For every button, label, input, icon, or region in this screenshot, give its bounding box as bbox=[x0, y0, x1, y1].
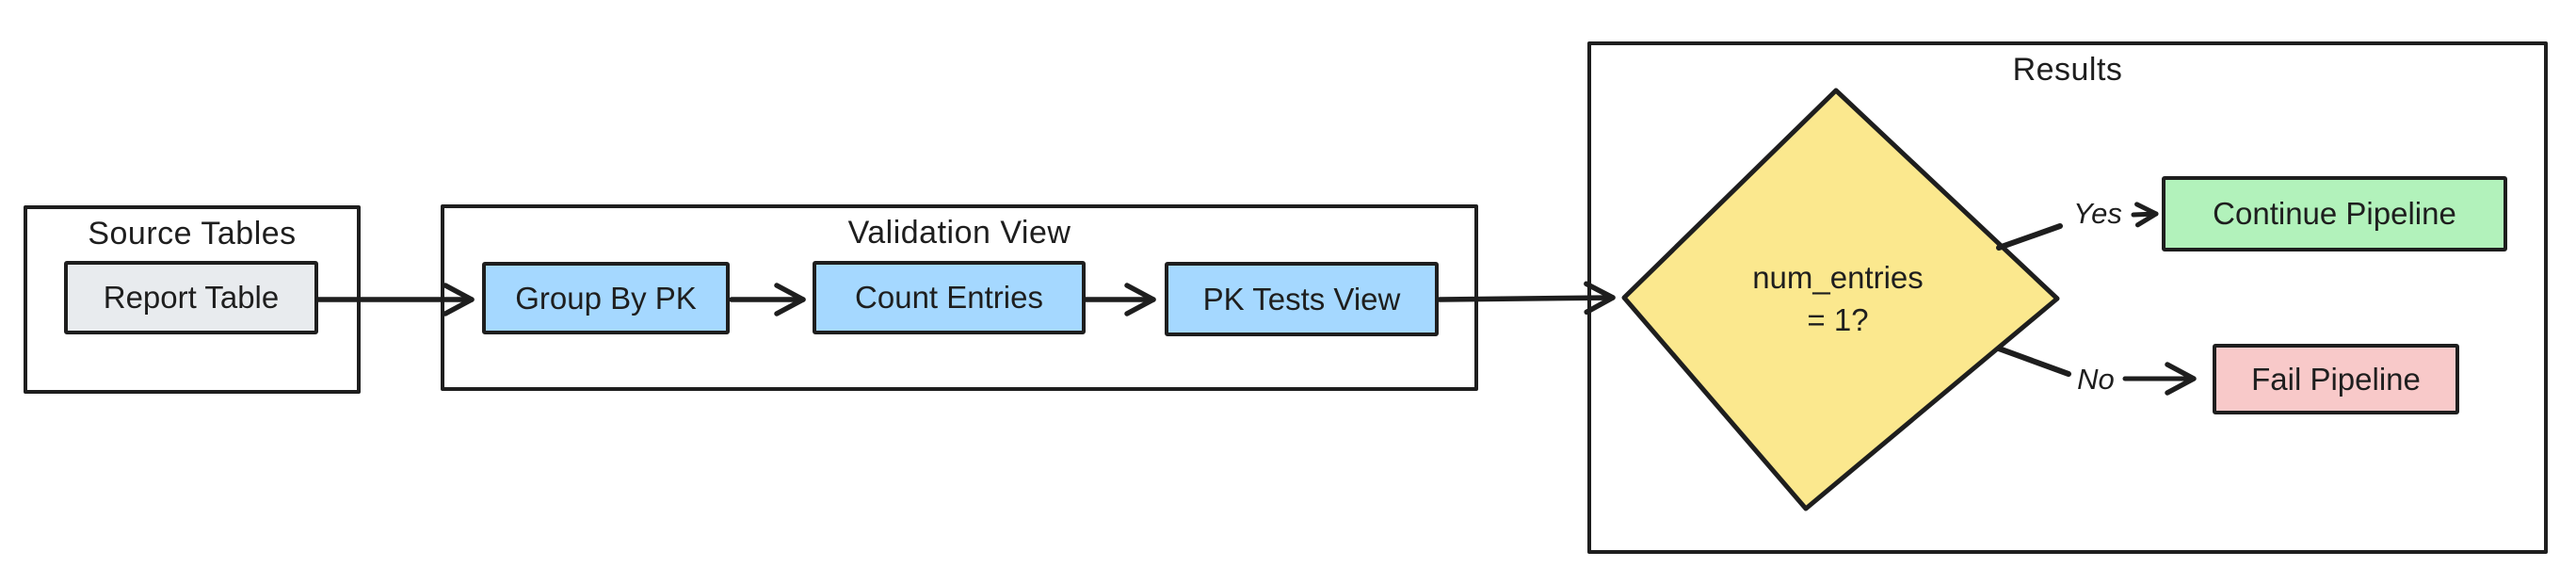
node-continue-pipeline: Continue Pipeline bbox=[2162, 176, 2507, 251]
node-group-by-pk: Group By PK bbox=[482, 262, 730, 334]
edge-decision-yes-stub bbox=[1996, 223, 2063, 251]
node-decision-label-line1: num_entries bbox=[1752, 260, 1924, 295]
node-decision-label-line2: = 1? bbox=[1807, 302, 1869, 337]
node-report-table: Report Table bbox=[64, 261, 318, 334]
node-pk-tests-view-label: PK Tests View bbox=[1202, 281, 1401, 316]
node-fail-pipeline-label: Fail Pipeline bbox=[2251, 361, 2421, 397]
node-continue-pipeline-label: Continue Pipeline bbox=[2213, 196, 2456, 231]
node-report-table-label: Report Table bbox=[103, 280, 280, 315]
arrow-pktests-to-decision bbox=[1437, 281, 1616, 316]
group-validation-view: Validation View bbox=[441, 204, 1478, 391]
group-validation-view-title: Validation View bbox=[847, 215, 1071, 251]
node-fail-pipeline: Fail Pipeline bbox=[2213, 344, 2459, 414]
node-decision-label: num_entries = 1? bbox=[1650, 256, 2026, 341]
edge-label-yes: Yes bbox=[2073, 197, 2122, 230]
group-source-tables: Source Tables bbox=[24, 205, 361, 394]
decision-diamond-shape bbox=[1621, 88, 2060, 511]
group-results: Results bbox=[1587, 41, 2548, 554]
node-count-entries: Count Entries bbox=[813, 261, 1086, 334]
node-pk-tests-view: PK Tests View bbox=[1165, 262, 1439, 336]
edge-decision-no-stub bbox=[1996, 346, 2071, 377]
group-source-tables-title: Source Tables bbox=[88, 216, 297, 251]
edge-label-no: No bbox=[2077, 363, 2115, 396]
arrow-yes-to-continue bbox=[2131, 202, 2159, 228]
node-count-entries-label: Count Entries bbox=[855, 280, 1043, 315]
node-group-by-pk-label: Group By PK bbox=[515, 280, 697, 316]
group-results-title: Results bbox=[2012, 52, 2123, 88]
